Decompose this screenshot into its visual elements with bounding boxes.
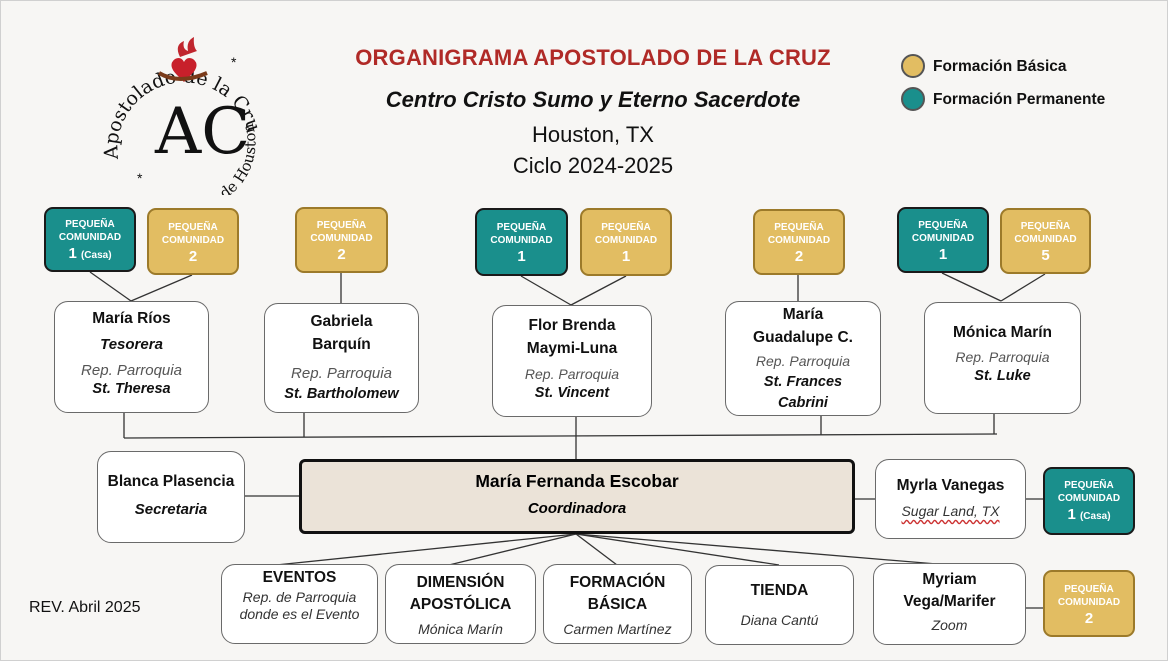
rep-parish: St. Frances Cabrini <box>763 374 843 411</box>
rep-card-maria-guadalupe: María Guadalupe C. Rep. Parroquia St. Fr… <box>725 301 881 416</box>
rep-parish: St. Bartholomew <box>284 386 399 402</box>
coordinator-role: Coordinadora <box>527 500 627 517</box>
legend-basic-swatch <box>901 54 925 78</box>
area-detail: Diana Cantú <box>740 612 819 628</box>
area-detail: Zoom <box>931 617 968 633</box>
rep-name: María Guadalupe C. <box>753 306 853 346</box>
rep-label: Rep. Parroquia <box>291 365 392 382</box>
area-detail: Rep. de Parroquia donde es el Evento <box>239 589 360 622</box>
revision-note: REV. Abril 2025 <box>29 599 141 616</box>
area-card-dimension-apostolica: DIMENSIÓN APOSTÓLICA Mónica Marín <box>385 564 536 644</box>
area-detail: Carmen Martínez <box>563 621 672 637</box>
sacred-heart-icon <box>157 37 208 82</box>
rep-card-monica-marin: Mónica Marín Rep. Parroquia St. Luke <box>924 302 1081 414</box>
rep-label: Rep. Parroquia <box>81 362 182 379</box>
area-card-tienda: TIENDA Diana Cantú <box>705 565 854 645</box>
coordinator-name: María Fernanda Escobar <box>475 471 679 491</box>
rep-card-gabriela-barquin: Gabriela Barquín Rep. Parroquia St. Bart… <box>264 303 419 413</box>
rep-parish: St. Luke <box>974 368 1031 384</box>
logo-star-left: * <box>137 170 143 186</box>
chart-location: Houston, TX <box>532 122 654 147</box>
rep-parish: St. Theresa <box>92 381 171 397</box>
rep-label: Rep. Parroquia <box>755 353 851 369</box>
rep-label: Rep. Parroquia <box>524 366 620 382</box>
area-card-zoom: Myriam Vega/Marifer Zoom <box>873 563 1026 645</box>
legend-permanent-swatch <box>901 87 925 111</box>
area-card-eventos: EVENTOS Rep. de Parroquia donde es el Ev… <box>221 564 378 644</box>
area-title: FORMACIÓN BÁSICA <box>569 574 666 613</box>
secretary-name: Blanca Plasencia <box>107 473 235 490</box>
chart-cycle: Ciclo 2024-2025 <box>512 153 674 178</box>
area-title: Myriam Vega/Marifer <box>903 571 996 610</box>
area-title: EVENTOS <box>262 569 337 586</box>
rep-name: María Ríos <box>92 310 171 327</box>
rep-card-maria-rios: María Ríos Tesorera Rep. Parroquia St. T… <box>54 301 209 413</box>
rep-name: Mónica Marín <box>952 324 1053 341</box>
coordinator-card: María Fernanda Escobar Coordinadora <box>299 459 855 534</box>
rep-name: Flor Brenda Maymi-Luna <box>526 317 618 357</box>
chart-title: ORGANIGRAMA APOSTOLADO DE LA CRUZ <box>355 45 831 70</box>
secretary-role: Secretaria <box>134 501 208 518</box>
rep-label: Rep. Parroquia <box>955 349 1050 365</box>
legend-basic-label: Formación Básica <box>933 58 1067 75</box>
rep-parish: St. Vincent <box>534 385 610 401</box>
logo-star-right: * <box>231 54 237 70</box>
area-title: TIENDA <box>750 582 809 599</box>
area-detail: Mónica Marín <box>418 621 503 637</box>
sugarland-place: Sugar Land, TX <box>901 503 1000 519</box>
secretary-card: Blanca Plasencia Secretaria <box>97 451 245 543</box>
area-card-formacion-basica: FORMACIÓN BÁSICA Carmen Martínez <box>543 564 692 644</box>
rep-name: Gabriela Barquín <box>310 313 373 353</box>
sugarland-name: Myrla Vanegas <box>896 477 1005 494</box>
rep-role: Tesorera <box>100 336 163 353</box>
legend-permanent-label: Formación Permanente <box>933 91 1106 108</box>
rep-card-flor-brenda: Flor Brenda Maymi-Luna Rep. Parroquia St… <box>492 305 652 417</box>
sugarland-card: Myrla Vanegas Sugar Land, TX <box>875 459 1026 539</box>
area-title: DIMENSIÓN APOSTÓLICA <box>409 574 512 613</box>
apostolado-logo: Apostolado de la Cruz Centro de Houston … <box>97 15 261 195</box>
logo-monogram: AC <box>154 95 250 169</box>
chart-subtitle: Centro Cristo Sumo y Eterno Sacerdote <box>385 87 801 112</box>
